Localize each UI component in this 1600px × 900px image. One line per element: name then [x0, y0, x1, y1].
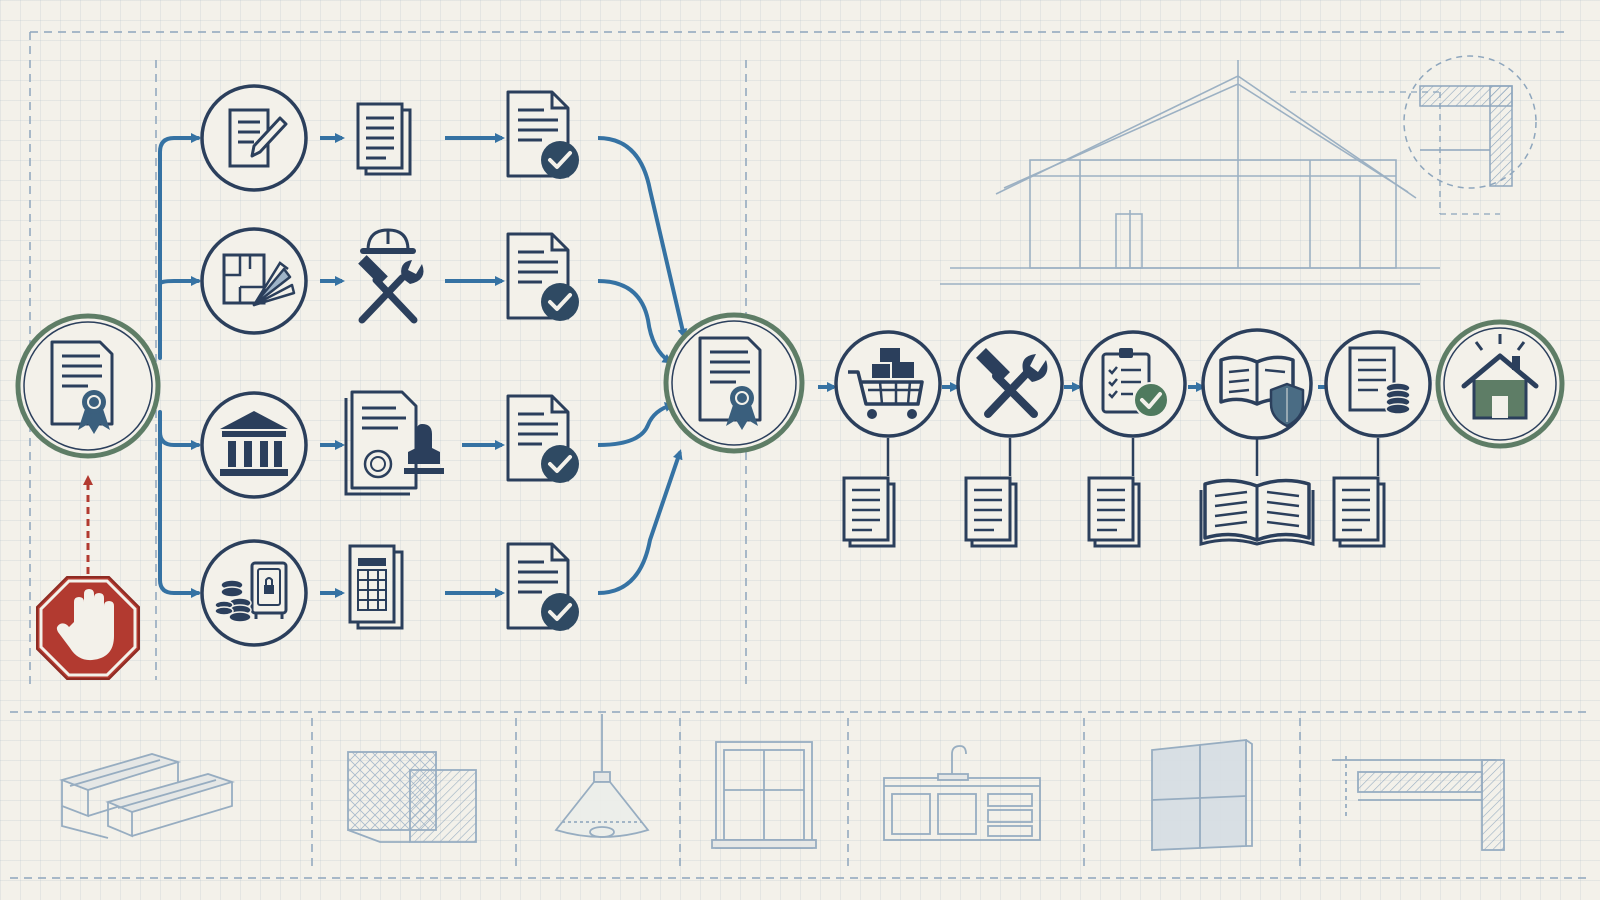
document-icon	[1087, 476, 1141, 548]
document-edit-icon	[228, 108, 288, 168]
move-in-milestone-node[interactable]	[1435, 319, 1565, 449]
stamped-document-icon	[344, 390, 444, 496]
document-approved-icon	[506, 90, 581, 181]
certificate-ribbon-icon	[50, 340, 114, 436]
branch-design-node[interactable]	[200, 227, 308, 335]
document-approved-icon	[506, 542, 581, 633]
floor-plan-swatches-icon	[222, 253, 296, 307]
floor-section-icon	[1332, 756, 1505, 851]
document-approved-icon	[506, 394, 581, 485]
document-coins-icon	[1348, 346, 1411, 415]
document-icon	[964, 476, 1018, 548]
tile-samples-icon	[347, 751, 477, 843]
document-icon	[842, 476, 896, 548]
shopping-cart-icon	[848, 348, 924, 419]
phase-settlement-node[interactable]	[1324, 330, 1432, 438]
phase-inspection-node[interactable]	[1079, 330, 1187, 438]
coins-safe-icon	[214, 561, 288, 623]
pendant-lamp-icon	[554, 714, 650, 838]
branch-connectors	[158, 133, 201, 598]
approval-milestone-node[interactable]	[663, 312, 805, 454]
kitchen-cabinet-icon	[883, 745, 1041, 841]
house-elevation-sketch	[940, 60, 1500, 285]
phase-construction-node[interactable]	[956, 330, 1064, 438]
branch-funds-node[interactable]	[200, 539, 308, 647]
document-stack-icon	[356, 102, 412, 176]
document-approved-icon	[506, 232, 581, 323]
checklist-approved-icon	[1101, 348, 1169, 418]
branch-step-arrows	[320, 133, 505, 598]
hardhat-tools-icon	[358, 228, 424, 324]
materials-strip	[59, 714, 1505, 851]
hammer-wrench-icon	[976, 348, 1048, 418]
open-book-icon	[1199, 478, 1315, 546]
detail-callout-sketch	[1403, 55, 1537, 189]
stop-node[interactable]	[36, 576, 140, 680]
branch-finance-node[interactable]	[200, 391, 308, 499]
blueprint-frame	[10, 31, 1590, 879]
stop-hand-icon	[56, 589, 114, 661]
spreadsheet-icon	[348, 544, 404, 630]
merge-connectors	[597, 136, 688, 595]
wall-panel-icon	[1151, 738, 1253, 851]
bank-building-icon	[220, 411, 288, 476]
window-frame-icon	[711, 741, 817, 849]
document-icon	[1332, 476, 1386, 548]
manual-shield-icon	[1219, 355, 1305, 428]
phase-handover-node[interactable]	[1201, 328, 1313, 440]
phase-doc-stems	[886, 438, 1380, 476]
phase-procurement-node[interactable]	[834, 330, 942, 438]
start-milestone-node[interactable]	[15, 313, 161, 459]
branch-edit-node[interactable]	[200, 84, 308, 192]
house-icon	[1461, 334, 1539, 420]
certificate-ribbon-icon	[698, 336, 762, 432]
lumber-beams-icon	[59, 753, 235, 839]
